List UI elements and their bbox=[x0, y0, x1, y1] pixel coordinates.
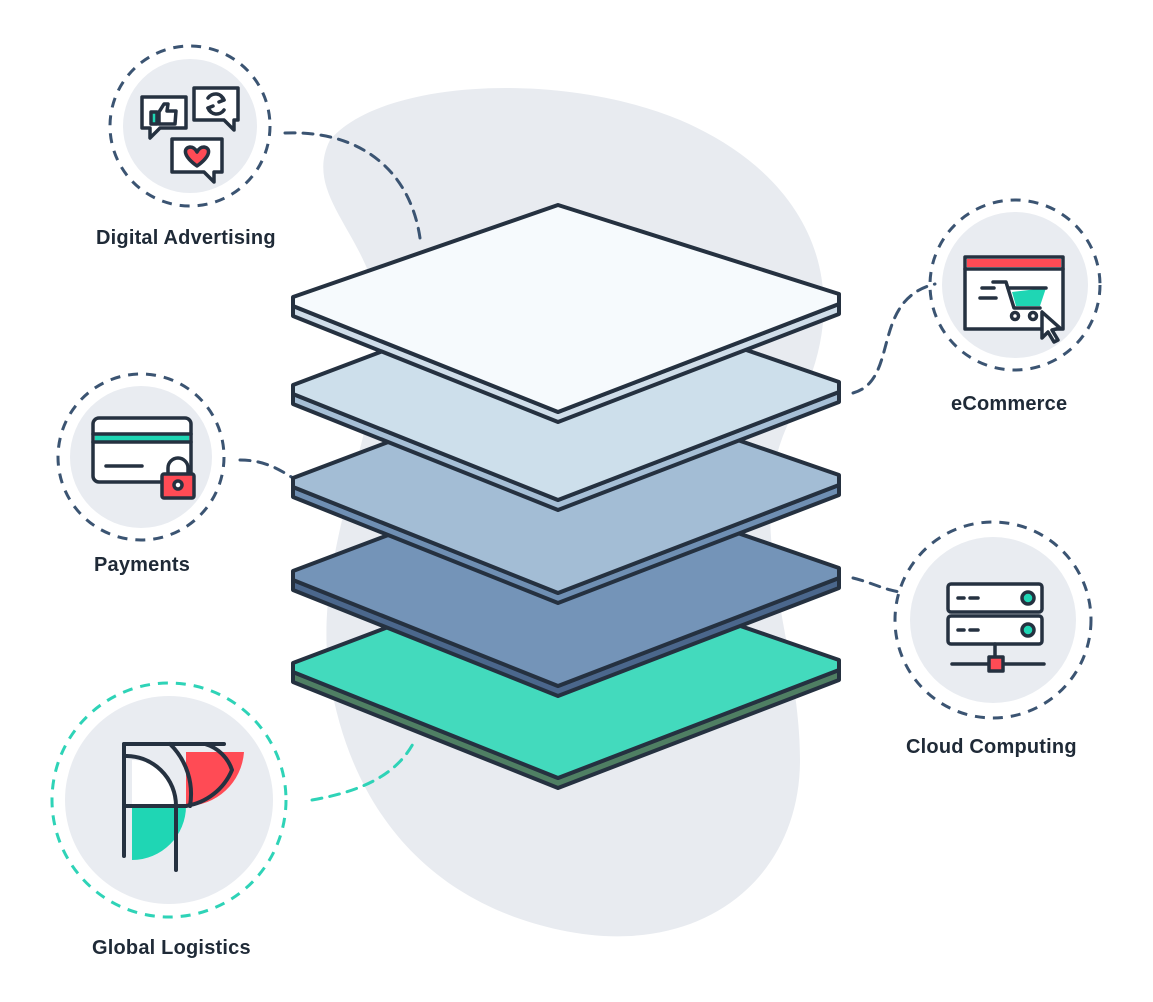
server-rack-icon bbox=[946, 582, 1046, 673]
connector-digital-advertising bbox=[283, 131, 422, 240]
digital-advertising-node bbox=[108, 44, 272, 208]
label-digital-advertising: Digital Advertising bbox=[96, 227, 276, 249]
label-ecommerce: eCommerce bbox=[951, 393, 1068, 415]
layer-1 bbox=[291, 203, 841, 424]
connector-cloud-computing bbox=[851, 576, 902, 594]
global-logistics-node bbox=[50, 681, 288, 919]
ecommerce-node bbox=[928, 198, 1102, 372]
social-bubbles-icon bbox=[140, 86, 240, 184]
locked-card-icon bbox=[91, 416, 196, 500]
logistics-logo-icon bbox=[122, 742, 244, 872]
label-payments: Payments bbox=[94, 554, 191, 576]
connector-global-logistics bbox=[310, 738, 417, 802]
connector-payments bbox=[238, 458, 295, 480]
label-global-logistics: Global Logistics bbox=[92, 937, 251, 959]
label-cloud-computing: Cloud Computing bbox=[906, 736, 1077, 758]
payments-node bbox=[56, 372, 226, 542]
connector-ecommerce bbox=[851, 282, 937, 395]
cloud-computing-node bbox=[893, 520, 1093, 720]
shopping-cart-browser-icon bbox=[963, 255, 1065, 344]
